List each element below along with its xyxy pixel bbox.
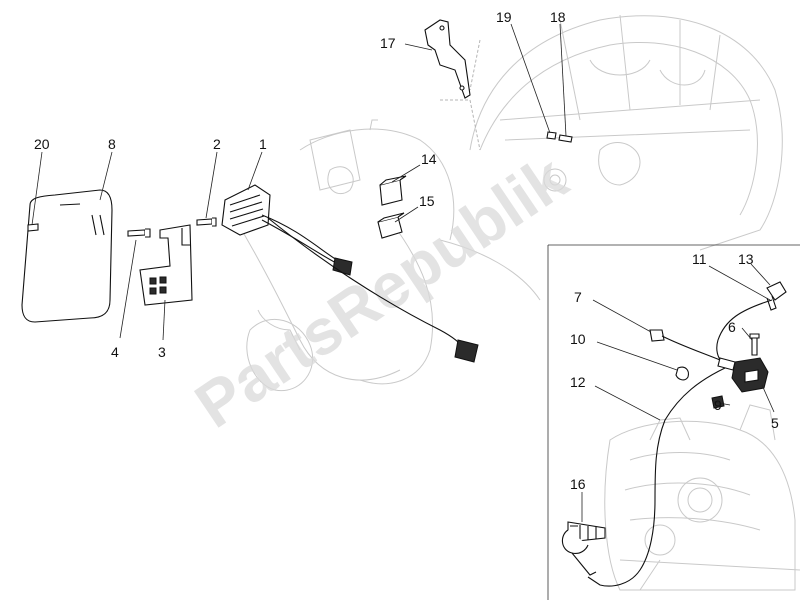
callout-20: 20 xyxy=(34,136,50,152)
callout-labels: 20 8 2 1 4 3 14 15 17 19 18 11 13 7 6 10… xyxy=(34,9,779,492)
part-5-ignition-coil xyxy=(717,357,769,393)
callout-10: 10 xyxy=(570,331,586,347)
callout-17: 17 xyxy=(380,35,396,51)
part-13-spark-plug-cap xyxy=(766,281,787,311)
inset-frame xyxy=(547,244,800,600)
callout-13: 13 xyxy=(738,251,754,267)
part-12-sensor-cable xyxy=(587,367,726,587)
part-16-sensor xyxy=(561,521,606,576)
callout-3: 3 xyxy=(158,344,166,360)
callout-9: 9 xyxy=(714,397,722,413)
part-3-bracket xyxy=(139,224,193,306)
part-10-grommet xyxy=(675,366,689,381)
engine-outline xyxy=(604,404,800,591)
part-9-clip xyxy=(711,395,725,409)
leader-lines xyxy=(31,23,775,522)
part-7-connector xyxy=(649,329,721,361)
callout-12: 12 xyxy=(570,374,586,390)
callout-5: 5 xyxy=(771,415,779,431)
callout-16: 16 xyxy=(570,476,586,492)
callout-1: 1 xyxy=(259,136,267,152)
part-20-screw xyxy=(27,223,39,232)
scooter-frame-outline xyxy=(229,14,783,392)
callout-11: 11 xyxy=(692,251,707,267)
callout-19: 19 xyxy=(496,9,512,25)
part-19-nut xyxy=(546,131,557,140)
part-14-relay xyxy=(379,175,407,206)
part-6-screw xyxy=(749,333,760,356)
callout-6: 6 xyxy=(728,319,736,335)
part-15-relay xyxy=(377,212,405,239)
part-4-screw xyxy=(127,228,151,238)
part-1-voltage-regulator xyxy=(221,184,479,363)
callout-4: 4 xyxy=(111,344,119,360)
callout-2: 2 xyxy=(213,136,221,152)
callout-8: 8 xyxy=(108,136,116,152)
callout-7: 7 xyxy=(574,289,582,305)
callout-14: 14 xyxy=(421,151,437,167)
part-8-cover-plate xyxy=(21,189,113,323)
callout-18: 18 xyxy=(550,9,566,25)
part-17-bracket xyxy=(424,19,471,99)
part-18-screw xyxy=(558,134,573,143)
part-2-screw xyxy=(196,217,217,227)
part-11-hv-cable xyxy=(716,299,773,363)
callout-15: 15 xyxy=(419,193,435,209)
